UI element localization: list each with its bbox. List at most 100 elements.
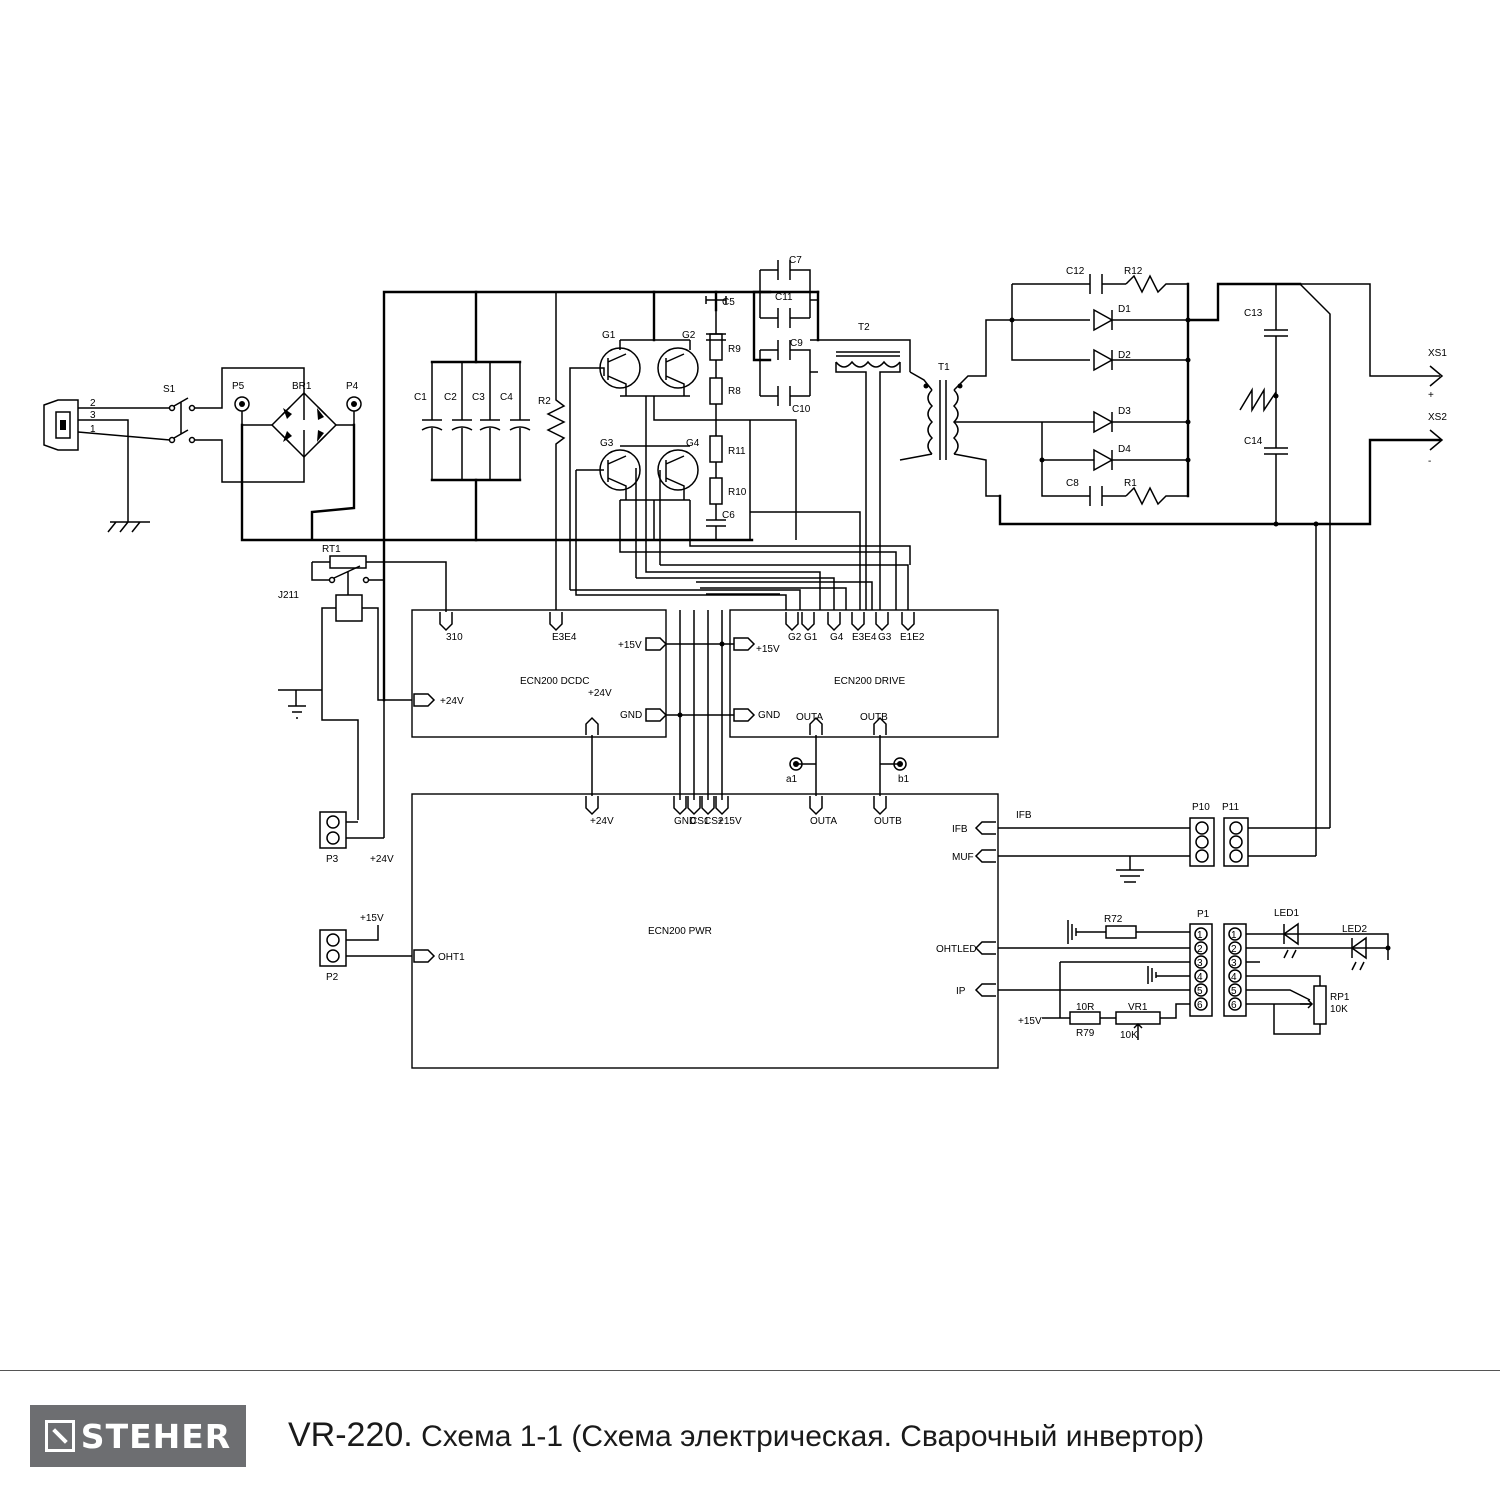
test-point-b1: b1 [898, 774, 910, 785]
ac-inlet: 2 3 1 [43, 398, 96, 451]
caption-text: Схема 1-1 (Схема электрическая. Сварочны… [421, 1420, 1205, 1453]
connector-p2: P2 +15V [319, 913, 412, 983]
thermistor-rt1: RT1 [311, 544, 447, 612]
label-p1: P1 [1197, 909, 1210, 920]
test-point-a1: a1 [786, 774, 798, 785]
label-p11: P11 [1222, 802, 1239, 813]
label-c14: C14 [1244, 436, 1263, 447]
pwr-pin-gnd: GND [674, 816, 696, 827]
r79-value: 10R [1076, 1002, 1094, 1013]
xs1-plus: + [1428, 390, 1434, 401]
vr1-value: 10K [1120, 1030, 1138, 1041]
p1b-pin-3: 3 [1231, 958, 1237, 969]
output-rectifier: C12 R12 D1 D2 D3 D4 C8 R1 [1009, 266, 1302, 506]
drive-pin-g2: G2 [788, 632, 802, 643]
switch-s1: S1 [163, 367, 305, 483]
p1-pin-3: 3 [1197, 958, 1203, 969]
relay-j211: J211 [278, 590, 412, 838]
dc-bus-positive [382, 290, 820, 702]
diagram-caption: VR-220. Схема 1-1 (Схема электрическая. … [288, 1416, 1204, 1455]
label-c10: C10 [792, 404, 811, 415]
ac-pin-3: 3 [90, 410, 96, 421]
pwr-pin-cs2: CS2 [704, 816, 724, 827]
module-drive-label: ECN200 DRIVE [834, 676, 905, 687]
footer-divider [0, 1370, 1500, 1371]
label-g1: G1 [602, 330, 616, 341]
p1b-pin-6: 6 [1231, 1000, 1237, 1011]
module-drive: ECN200 DRIVE +15V GND G2 G1 G4 E3E4 G3 E… [729, 609, 999, 796]
label-c12: C12 [1066, 266, 1085, 277]
model-number: VR-220. [288, 1416, 413, 1454]
p1-15v-label: +15V [1018, 1016, 1042, 1027]
rp1-value: 10K [1330, 1004, 1348, 1015]
drive-pin-g3: G3 [878, 632, 892, 643]
drive-pin-outa: OUTA [796, 712, 823, 723]
xs2-minus: - [1428, 456, 1431, 467]
input-wires [77, 407, 171, 533]
pwr-pin-ip: IP [956, 986, 966, 997]
label-rt1: RT1 [322, 544, 341, 555]
label-r2: R2 [538, 396, 551, 407]
label-br1: BR1 [292, 381, 312, 392]
gate-drive-wires [570, 396, 911, 800]
steher-logo: STEHER [30, 1405, 246, 1467]
label-vr1: VR1 [1128, 1002, 1148, 1013]
label-c9: C9 [790, 338, 803, 349]
label-r9: R9 [728, 344, 741, 355]
dcdc-pin-24v-in: +24V [440, 696, 464, 707]
label-d4: D4 [1118, 444, 1131, 455]
resistor-r2: R2 [538, 292, 566, 610]
label-p2: P2 [326, 972, 339, 983]
label-g2: G2 [682, 330, 696, 341]
label-xs2: XS2 [1428, 412, 1447, 423]
label-c5: C5 [722, 297, 735, 308]
snubber-chain: C5 R9 R8 R11 R10 C6 [705, 296, 861, 610]
label-s1: S1 [163, 384, 176, 395]
pwr-pin-ifb: IFB [952, 824, 968, 835]
dc-bus-negative [240, 423, 754, 542]
output-filter: C13 C14 XS1 + XS2 - [998, 283, 1447, 856]
label-d1: D1 [1118, 304, 1131, 315]
pwr-pin-oht1: OHT1 [438, 952, 465, 963]
ifb-net-label: IFB [1016, 810, 1032, 821]
connector-p10-p11: IFB P10 P11 [998, 802, 1330, 883]
label-r72: R72 [1104, 914, 1123, 925]
label-c7: C7 [789, 255, 802, 266]
pwr-pin-muf: MUF [952, 852, 974, 863]
dcdc-pin-310: 310 [446, 632, 463, 643]
p3-24v-label: +24V [370, 854, 394, 865]
p1-pin-2: 2 [1197, 944, 1203, 955]
drive-pin-15v: +15V [756, 644, 780, 655]
label-t1: T1 [938, 362, 950, 373]
drive-pin-e3e4: E3E4 [852, 632, 877, 643]
label-t2: T2 [858, 322, 870, 333]
bridge-rectifier-br1: BR1 P5 P4 [232, 381, 362, 459]
label-xs1: XS1 [1428, 348, 1447, 359]
p1b-pin-5: 5 [1231, 986, 1237, 997]
p1b-pin-2: 2 [1231, 944, 1237, 955]
pwr-pin-15v: +15V [718, 816, 742, 827]
dcdc-pin-gnd: GND [620, 710, 642, 721]
drive-pin-g1: G1 [804, 632, 818, 643]
label-c8: C8 [1066, 478, 1079, 489]
dcdc-pin-e3e4: E3E4 [552, 632, 577, 643]
module-pwr-label: ECN200 PWR [648, 926, 712, 937]
bulk-capacitors: C1 C2 C3 C4 [414, 290, 531, 542]
label-g3: G3 [600, 438, 614, 449]
label-r8: R8 [728, 386, 741, 397]
label-c4: C4 [500, 392, 513, 403]
label-rp1: RP1 [1330, 992, 1350, 1003]
p1b-pin-4: 4 [1231, 972, 1237, 983]
pwr-pin-24v: +24V [590, 816, 614, 827]
dcdc-pin-24v-out: +24V [588, 688, 612, 699]
pwr-pin-cs1: CS1 [690, 816, 710, 827]
label-c3: C3 [472, 392, 485, 403]
transformer-t1: T1 [899, 319, 1042, 497]
label-p3: P3 [326, 854, 339, 865]
p1-pin-6: 6 [1197, 1000, 1203, 1011]
label-c2: C2 [444, 392, 457, 403]
label-r79: R79 [1076, 1028, 1095, 1039]
drive-pin-outb: OUTB [860, 712, 888, 723]
label-led1: LED1 [1274, 908, 1299, 919]
